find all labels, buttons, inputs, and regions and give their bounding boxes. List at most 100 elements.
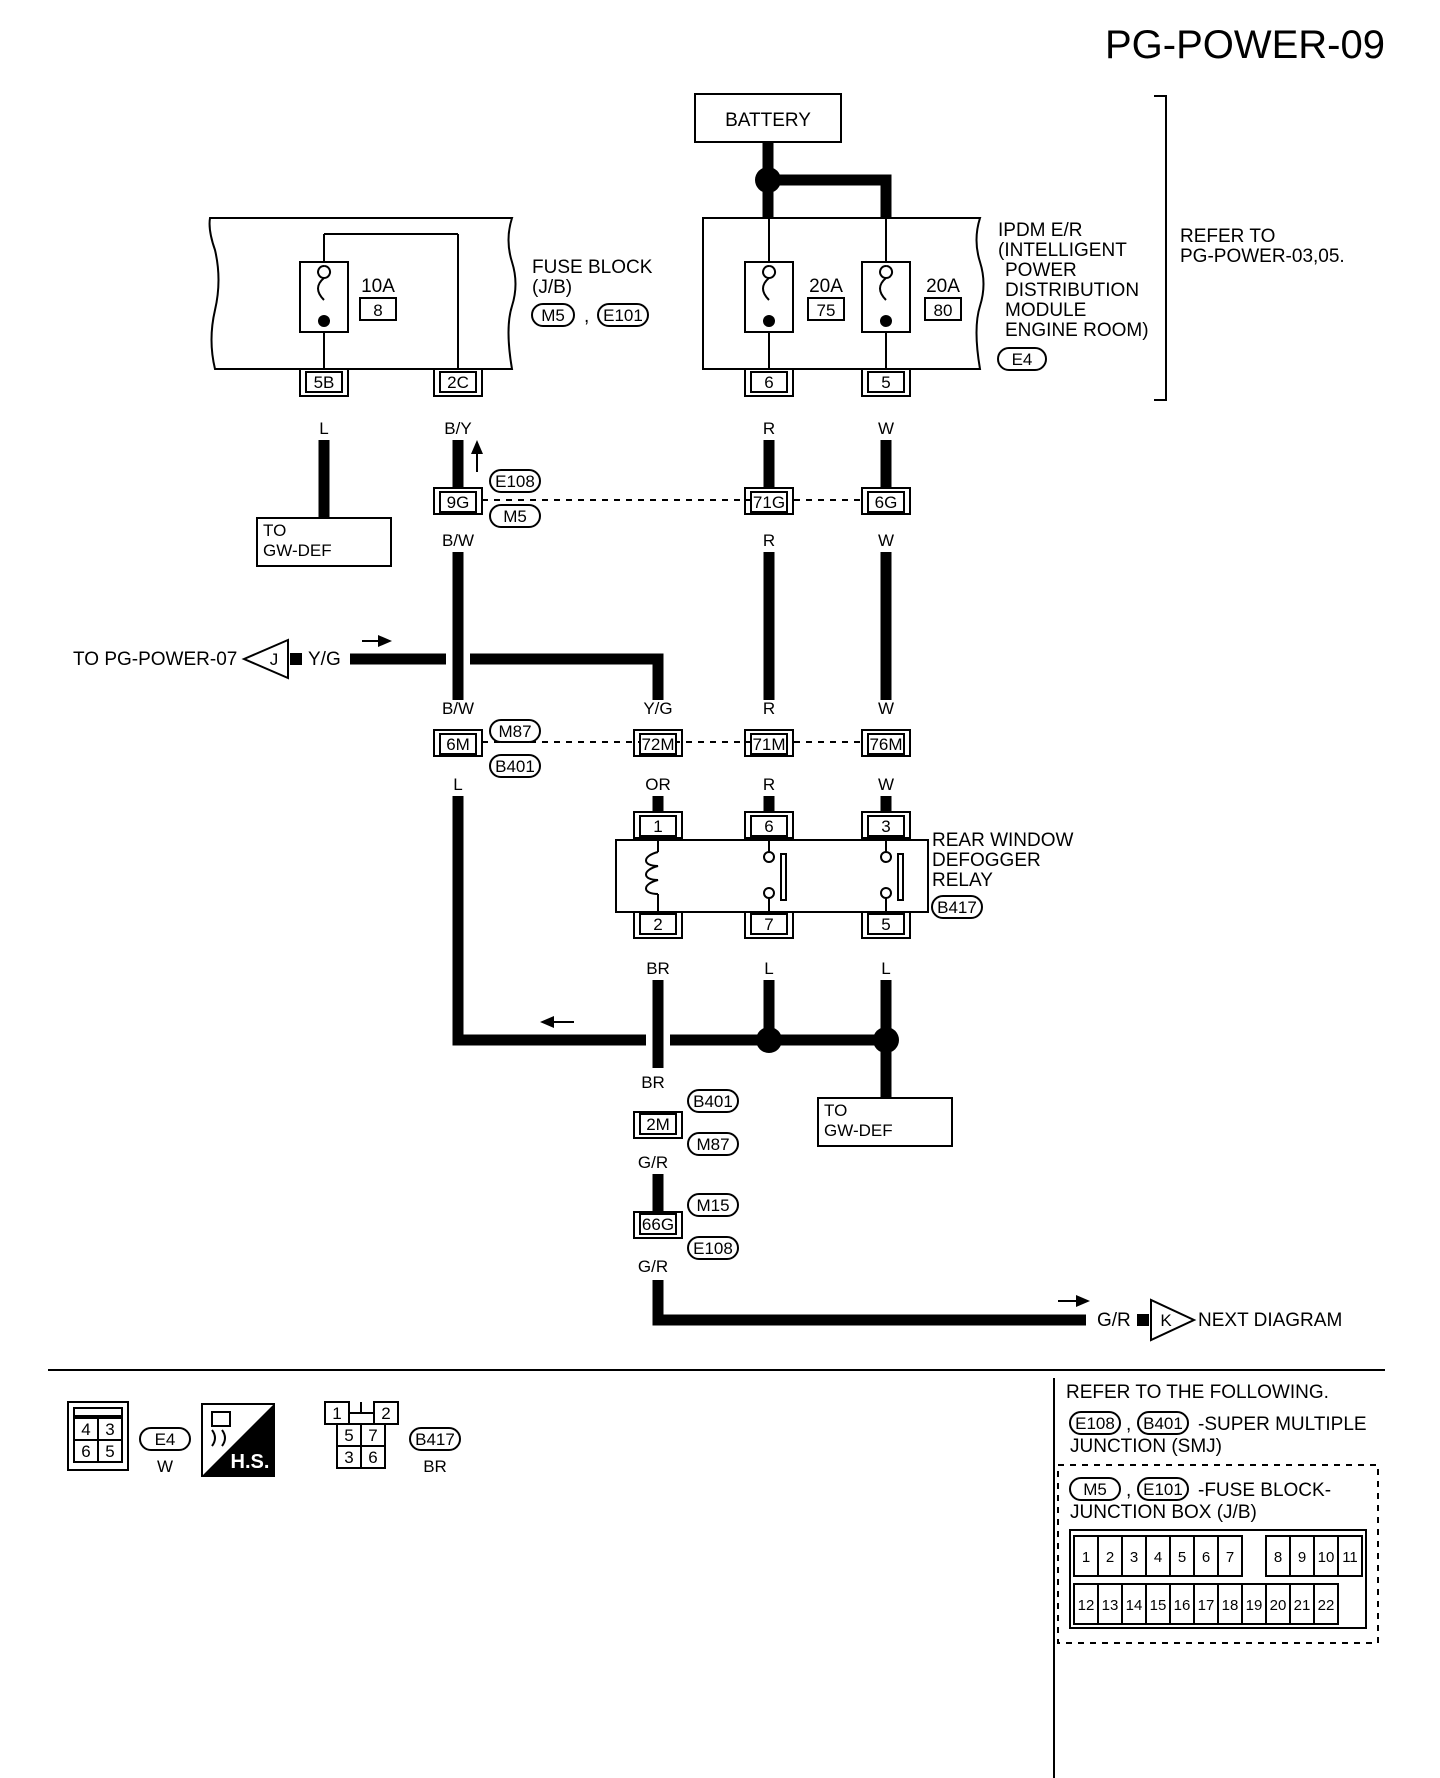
rear-window-defogger-relay: 1 6 3 2 bbox=[615, 811, 929, 939]
wire-color-l-3: L bbox=[764, 959, 773, 978]
legend-smj-text-2: JUNCTION (SMJ) bbox=[1070, 1436, 1222, 1457]
legend-e4-color: W bbox=[157, 1457, 173, 1476]
relay-conn-b417: B417 bbox=[937, 898, 977, 917]
svg-text:1: 1 bbox=[332, 1404, 341, 1423]
svg-text:TO: TO bbox=[824, 1101, 847, 1120]
jb-pin-label-top: 4 bbox=[1154, 1549, 1162, 1566]
junction-2m-conn-m87: M87 bbox=[696, 1135, 729, 1154]
svg-text:72M: 72M bbox=[641, 735, 674, 754]
jb-pin-label-bottom: 15 bbox=[1150, 1597, 1167, 1614]
jb-pin-cell bbox=[1073, 1583, 1099, 1625]
wire-color-br-2: BR bbox=[641, 1073, 665, 1092]
svg-text:5: 5 bbox=[881, 915, 890, 934]
fuse-80-amp: 20A bbox=[926, 276, 960, 297]
terminal-ipdm-6: 6 bbox=[744, 370, 794, 397]
legend-jb-conn-e101: E101 bbox=[1143, 1480, 1183, 1499]
wire-color-bw-1: B/W bbox=[442, 531, 474, 550]
jb-pin-cell bbox=[1097, 1535, 1123, 1577]
svg-text:TO: TO bbox=[263, 521, 286, 540]
svg-text:71M: 71M bbox=[752, 735, 785, 754]
battery-label: BATTERY bbox=[725, 110, 811, 131]
legend-smj-conn-e108: E108 bbox=[1075, 1414, 1115, 1433]
wire-color-gr-1: G/R bbox=[638, 1153, 668, 1172]
to-gw-def-bottom: TO GW-DEF bbox=[817, 1097, 953, 1147]
battery: BATTERY bbox=[694, 93, 842, 143]
svg-text:9G: 9G bbox=[447, 493, 470, 512]
relay-pin-3: 3 bbox=[861, 811, 911, 839]
svg-text:6: 6 bbox=[368, 1448, 377, 1467]
jb-pin-cell bbox=[1193, 1535, 1219, 1577]
legend-e4-conn: E4 bbox=[155, 1430, 176, 1449]
svg-text:K: K bbox=[1160, 1311, 1172, 1330]
svg-text:4: 4 bbox=[81, 1420, 90, 1439]
fuse-75-number: 75 bbox=[817, 301, 836, 320]
legend-jb-conn-m5: M5 bbox=[1083, 1480, 1107, 1499]
current-arrow-right-bottom bbox=[1058, 1295, 1090, 1307]
svg-text:GW-DEF: GW-DEF bbox=[824, 1121, 893, 1140]
legend-b417-color: BR bbox=[423, 1457, 447, 1476]
wire-color-or: OR bbox=[645, 775, 671, 794]
svg-text:3: 3 bbox=[105, 1420, 114, 1439]
terminal-5b: 5B bbox=[299, 370, 349, 397]
relay-title-2: DEFOGGER bbox=[932, 850, 1041, 871]
jb-pin-label-bottom: 17 bbox=[1198, 1597, 1215, 1614]
relay-title-3: RELAY bbox=[932, 870, 993, 891]
legend-smj-conn-b401: B401 bbox=[1143, 1414, 1183, 1433]
svg-text:H.S.: H.S. bbox=[231, 1451, 270, 1473]
wire-color-yg-1: Y/G bbox=[308, 649, 341, 670]
junction-72m: 72M bbox=[633, 729, 683, 757]
svg-text:6G: 6G bbox=[875, 493, 898, 512]
refer-to-line1: REFER TO bbox=[1180, 226, 1275, 247]
junction-66g: 66G bbox=[633, 1211, 683, 1239]
svg-text:5: 5 bbox=[344, 1426, 353, 1445]
ipdm-line2: (INTELLIGENT bbox=[998, 240, 1127, 261]
wire-color-gr-3: G/R bbox=[1097, 1310, 1131, 1331]
to-gw-def-top: TO GW-DEF bbox=[256, 517, 392, 567]
junction-conn-m87: M87 bbox=[498, 722, 531, 741]
ipdm-er: 20A 75 20A 80 bbox=[702, 217, 985, 370]
fuse-block: 10A 8 bbox=[208, 217, 517, 370]
jb-pin-cell bbox=[1193, 1583, 1219, 1625]
jb-pin-cell bbox=[1289, 1535, 1315, 1577]
jb-pin-cell bbox=[1265, 1583, 1291, 1625]
svg-text:6M: 6M bbox=[446, 735, 470, 754]
fuse-75-amp: 20A bbox=[809, 276, 843, 297]
jb-pin-cell bbox=[1097, 1583, 1123, 1625]
connector-k: K bbox=[1137, 1298, 1197, 1342]
jb-pin-cell bbox=[1121, 1583, 1147, 1625]
fuse-80-number: 80 bbox=[934, 301, 953, 320]
wire-color-w-3: W bbox=[878, 699, 894, 718]
legend-smj-text-1: -SUPER MULTIPLE bbox=[1198, 1414, 1367, 1435]
svg-text:7: 7 bbox=[764, 915, 773, 934]
connector-j: TO PG-POWER-07 J bbox=[73, 638, 302, 680]
refer-bracket bbox=[1154, 95, 1167, 401]
wire-color-r-2: R bbox=[763, 531, 775, 550]
wire-color-w-2: W bbox=[878, 531, 894, 550]
relay-pin-1: 1 bbox=[633, 811, 683, 839]
jb-pin-label-top: 8 bbox=[1274, 1549, 1282, 1566]
fuse-block-conn-sep: , bbox=[584, 306, 589, 327]
jb-pin-label-bottom: 18 bbox=[1222, 1597, 1239, 1614]
relay-pin-2: 2 bbox=[633, 911, 683, 939]
refer-to-line2: PG-POWER-03,05. bbox=[1180, 246, 1345, 267]
svg-text:6: 6 bbox=[81, 1442, 90, 1461]
svg-text:GW-DEF: GW-DEF bbox=[263, 541, 332, 560]
svg-text:2: 2 bbox=[381, 1404, 390, 1423]
relay-title-1: REAR WINDOW bbox=[932, 830, 1074, 851]
jb-pin-label-bottom: 21 bbox=[1294, 1597, 1311, 1614]
jb-pin-label-top: 5 bbox=[1178, 1549, 1186, 1566]
ipdm-line6: ENGINE ROOM) bbox=[1005, 320, 1149, 341]
legend-refer-following: REFER TO THE FOLLOWING. bbox=[1066, 1382, 1329, 1403]
relay-pin-5: 5 bbox=[861, 911, 911, 939]
wire-color-l-1: L bbox=[319, 419, 328, 438]
to-pg-power-07-label: TO PG-POWER-07 bbox=[73, 649, 237, 670]
ipdm-line3: POWER bbox=[1005, 260, 1077, 281]
junction-6m: 6M bbox=[433, 729, 483, 757]
junction-66g-conn-m15: M15 bbox=[696, 1196, 729, 1215]
junction-71m: 71M bbox=[744, 729, 794, 757]
jb-pin-label-top: 3 bbox=[1130, 1549, 1138, 1566]
svg-text:2M: 2M bbox=[646, 1115, 670, 1134]
junction-66g-conn-e108: E108 bbox=[693, 1239, 733, 1258]
jb-pin-label-bottom: 16 bbox=[1174, 1597, 1191, 1614]
